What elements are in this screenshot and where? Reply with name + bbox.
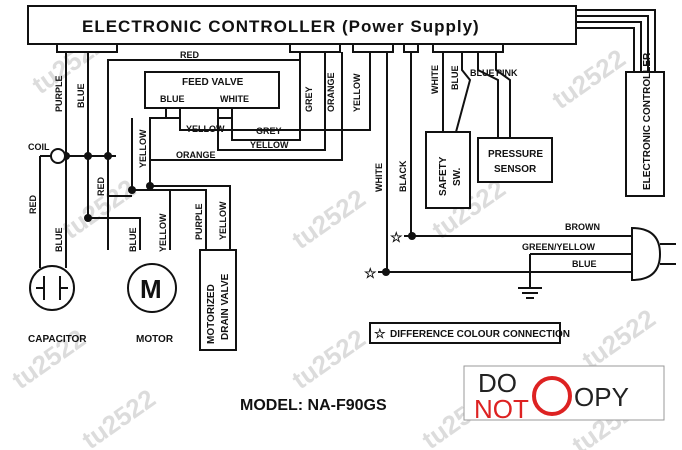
label-blue: BLUE (76, 84, 86, 109)
stamp-not: NOT (474, 394, 529, 424)
label-black: BLACK (398, 160, 408, 192)
label-yellow-feed: YELLOW (186, 124, 225, 134)
plug-icon (631, 226, 676, 282)
motor-label: MOTOR (136, 334, 174, 345)
controller-title: ELECTRONIC CONTROLLER (Power Supply) (82, 17, 480, 36)
label-red-cap: RED (28, 194, 38, 214)
watermark-text: tu2522 (576, 303, 661, 375)
ribbon-cable (576, 9, 656, 72)
legend-text: DIFFERENCE COLOUR CONNECTION (390, 329, 570, 340)
label-yellow-motor: YELLOW (138, 129, 148, 168)
label-purple: PURPLE (54, 75, 64, 112)
label-brown: BROWN (565, 222, 600, 232)
stamp-opy: OPY (574, 382, 629, 412)
label-red-2: RED (96, 176, 106, 196)
label-orange: ORANGE (326, 72, 336, 112)
coil-symbol (50, 148, 66, 164)
pressure-sensor-label: PRESSURE (488, 149, 543, 160)
feed-valve-box (144, 71, 280, 109)
label-white-2: WHITE (430, 65, 440, 94)
label-grey-feed: GREY (256, 126, 282, 136)
model-label: MODEL: NA-F90GS (240, 397, 387, 414)
label-yellow-motor2: YELLOW (158, 213, 168, 252)
safety-switch-label-2: SW. (452, 167, 463, 186)
label-blue-2: BLUE (450, 66, 460, 91)
safety-switch-label: SAFETY (438, 156, 449, 196)
drain-valve-label: MOTORIZED (206, 284, 217, 344)
label-yellow-drain: YELLOW (218, 201, 228, 240)
capacitor-label: CAPACITOR (28, 334, 87, 345)
stamp-c-icon (532, 376, 572, 416)
wire-labels: PURPLE BLUE RED GREY ORANGE YELLOW YELLO… (28, 50, 600, 269)
difference-star-icon: ☆ (390, 229, 403, 245)
watermark-text: tu2522 (546, 43, 631, 115)
legend-box (369, 322, 561, 344)
electronic-controller-label: ELECTRONIC CONTROLLER (642, 52, 653, 190)
safety-switch-box (425, 131, 471, 209)
feed-valve-white-label: WHITE (220, 94, 249, 104)
drain-valve-label-2: DRAIN VALVE (220, 273, 231, 340)
motor-symbol (127, 263, 177, 313)
junction-dots (62, 152, 416, 276)
difference-star-icon: ☆ (364, 265, 377, 281)
label-blue-plug: BLUE (572, 259, 597, 269)
do-not-copy-stamp: DO NOT OPY (463, 365, 665, 424)
label-pink: PINK (496, 68, 518, 78)
coil-label: COIL (28, 142, 50, 152)
feed-valve-blue-label: BLUE (160, 94, 185, 104)
drain-valve-box (199, 249, 237, 351)
feed-valve-label: FEED VALVE (182, 77, 244, 88)
watermark-text: tu2522 (76, 383, 161, 450)
label-yellow-feed2: YELLOW (250, 140, 289, 150)
stamp-do: DO (478, 368, 517, 398)
terminal-pads (56, 43, 504, 53)
label-blue-cap: BLUE (54, 228, 64, 253)
label-blue-motor: BLUE (128, 228, 138, 253)
watermark-text: tu2522 (286, 323, 371, 395)
label-yellow: YELLOW (352, 73, 362, 112)
motor-m-label: M (140, 274, 162, 304)
watermark-text: tu2522 (286, 183, 371, 255)
label-purple-drain: PURPLE (194, 203, 204, 240)
label-blue-3: BLUE (470, 68, 495, 78)
label-green-yellow: GREEN/YELLOW (522, 242, 596, 252)
label-grey: GREY (304, 86, 314, 112)
label-orange-feed: ORANGE (176, 150, 216, 160)
capacitor-symbol (29, 265, 75, 311)
controller-box (27, 5, 577, 45)
electronic-controller-box (625, 71, 665, 197)
label-white: WHITE (374, 163, 384, 192)
pressure-sensor-label-2: SENSOR (494, 164, 537, 175)
label-red: RED (180, 50, 200, 60)
legend-star-icon: ☆ (374, 326, 386, 341)
pressure-sensor-box (477, 137, 553, 183)
